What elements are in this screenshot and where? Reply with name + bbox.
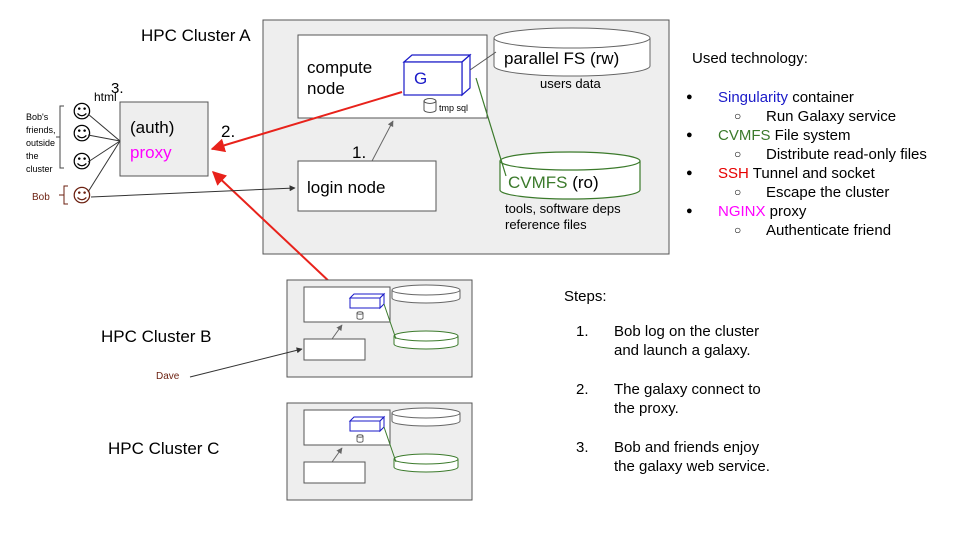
friends-bracket [56, 105, 64, 169]
cluster-b-container [348, 292, 386, 310]
dave-label: Dave [156, 371, 180, 382]
cvmfs-description: tools, software deps reference files [505, 201, 624, 232]
container-to-parallel-fs-link [469, 51, 497, 71]
proxy-box [119, 101, 209, 177]
cluster-c-container [348, 415, 386, 433]
tech-sub-item: Escape the cluster [686, 183, 956, 202]
dave-to-login-arrow [189, 347, 303, 378]
friends-group: ☺ ☺ ☺ [56, 101, 121, 193]
tech-sub-item: Authenticate friend [686, 221, 956, 240]
container-to-cvmfs-link [475, 77, 507, 177]
friends-label: Bob's friends, outside the cluster [26, 112, 58, 174]
step-1-marker: 1. [352, 143, 366, 162]
cluster-b-cvmfs [393, 330, 459, 350]
step-number: 3. [576, 439, 589, 456]
login-node-box [297, 160, 437, 212]
tech-highlight: SSH [718, 165, 749, 182]
galaxy-to-proxy-arrow [210, 91, 403, 153]
friend-1-smiley-icon: ☺ [72, 101, 92, 123]
compute-node-label: compute node [307, 58, 377, 98]
cluster-c-tmp-db-icon [356, 434, 364, 443]
tech-sub-item: Run Galaxy service [686, 107, 956, 126]
cluster-c-cvmfs [393, 453, 459, 473]
technology-list: Singularity container Run Galaxy service… [686, 88, 956, 240]
step-2-marker: 2. [221, 122, 235, 141]
proxy-label: proxy [130, 143, 172, 162]
parallel-fs-label: parallel FS (rw) [504, 49, 619, 68]
tech-item-nginx: NGINX proxy [686, 202, 956, 221]
html-label: html [94, 90, 117, 104]
users-data-label: users data [540, 76, 601, 91]
cluster-b-login-box [303, 338, 366, 361]
tech-sub-item: Distribute read-only files [686, 145, 956, 164]
tech-item-singularity: Singularity container [686, 88, 956, 107]
cluster-c-login-box [303, 461, 366, 484]
login-node-label: login node [307, 178, 385, 197]
cluster-b-tmp-db-icon [356, 311, 364, 320]
bob-bracket [59, 185, 68, 205]
cluster-c-compute-box [303, 409, 391, 446]
bob-to-login-arrow [90, 185, 296, 198]
bob-smiley-icon: ☺ [72, 185, 92, 207]
cluster-c-title: HPC Cluster C [108, 439, 219, 458]
friend-2-smiley-icon: ☺ [72, 123, 92, 145]
steps-title: Steps: [564, 288, 607, 305]
tech-item-cvmfs: CVMFS File system [686, 126, 956, 145]
cluster-b-title: HPC Cluster B [101, 327, 212, 346]
cvmfs-cylinder [499, 151, 641, 200]
step-number: 1. [576, 323, 589, 340]
tech-highlight: Singularity [718, 89, 789, 106]
friend-3-smiley-icon: ☺ [72, 151, 92, 173]
cvmfs-label: CVMFS (ro) [508, 173, 599, 192]
tech-item-ssh: SSH Tunnel and socket [686, 164, 956, 183]
parallel-fs-cylinder [493, 27, 651, 77]
proxy-auth-label: (auth) [130, 118, 174, 137]
tech-highlight: NGINX [718, 203, 766, 220]
login-to-compute-arrow [371, 120, 394, 162]
cluster-c-parallel-fs [391, 407, 461, 427]
galaxy-container [402, 53, 472, 97]
step-number: 2. [576, 381, 589, 398]
used-technology-title: Used technology: [692, 50, 808, 67]
tmp-sql-label: tmp sql [439, 103, 468, 113]
step-3-marker: 3. [111, 80, 124, 97]
bob-label: Bob [32, 192, 50, 203]
tech-highlight: CVMFS [718, 127, 771, 144]
cluster-a-title: HPC Cluster A [141, 26, 251, 45]
galaxy-container-label: G [414, 69, 427, 88]
cluster-b-parallel-fs [391, 284, 461, 304]
tmp-sql-db-icon [423, 98, 437, 113]
